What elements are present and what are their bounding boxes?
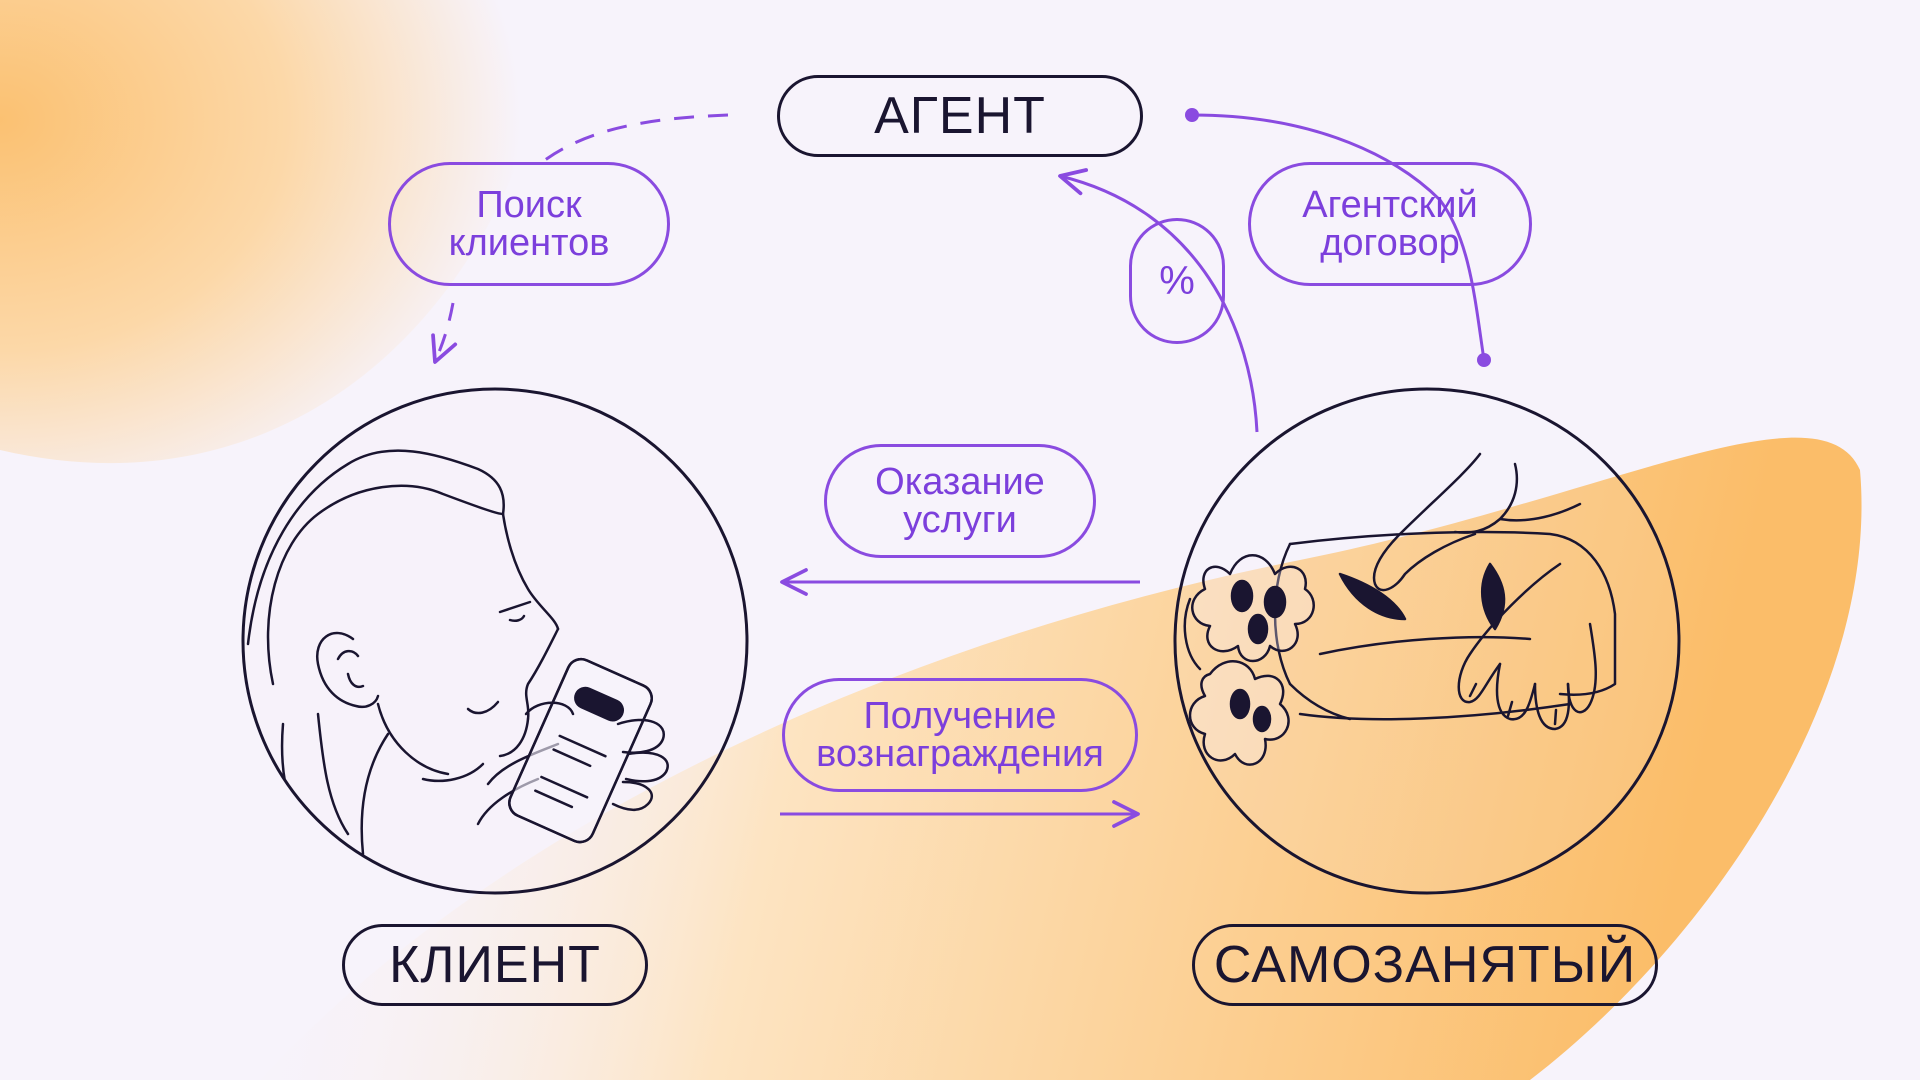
dashed-arrow-agent-to-search bbox=[544, 113, 729, 162]
client-illustration bbox=[241, 387, 749, 895]
node-agent: АГЕНТ bbox=[777, 75, 1143, 157]
label-service: Оказание услуги bbox=[824, 444, 1096, 558]
label-agent-contract: Агентский договор bbox=[1248, 162, 1532, 286]
node-client: КЛИЕНТ bbox=[342, 924, 648, 1006]
contract-dot-bottom bbox=[1477, 353, 1491, 367]
node-self-employed: САМОЗАНЯТЫЙ bbox=[1192, 924, 1658, 1006]
self-employed-illustration bbox=[1173, 387, 1681, 895]
label-client-search: Поиск клиентов bbox=[388, 162, 670, 286]
label-reward: Получение вознаграждения bbox=[782, 678, 1138, 792]
dashed-arrow-search-to-client bbox=[431, 302, 458, 364]
orange-top-left-shape bbox=[0, 0, 560, 464]
label-percent: % bbox=[1129, 218, 1225, 344]
